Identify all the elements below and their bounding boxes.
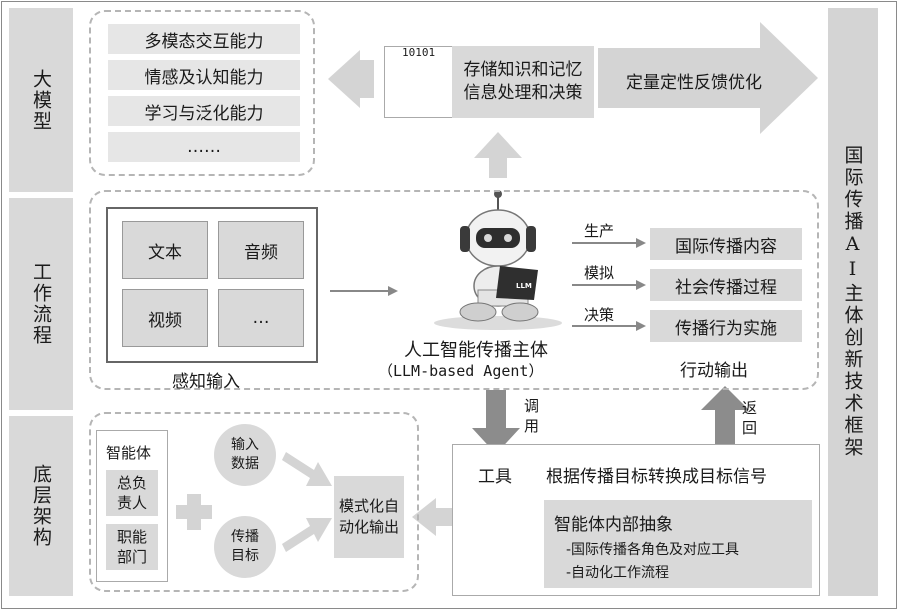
- action-output-label: 行动输出: [680, 361, 748, 381]
- action-output: 社会传播过程: [650, 269, 802, 301]
- call-label: 调用: [524, 397, 540, 435]
- feedback-label: 定量定性反馈优化: [626, 73, 762, 93]
- abstraction-panel: [544, 500, 812, 588]
- goal-circle: 传播目标: [214, 516, 276, 578]
- signal-label: 根据传播目标转换成目标信号: [546, 467, 767, 487]
- feedback-arrow: [598, 22, 818, 134]
- arrow-simulate: [636, 280, 646, 290]
- arrow-to-abilities: [328, 50, 374, 108]
- perception-more: …: [218, 289, 304, 347]
- laptop-label: LLM: [516, 282, 532, 290]
- ability-item: ……: [108, 132, 300, 162]
- binary-label: 10101: [402, 46, 436, 59]
- agent-title: 人工智能传播主体: [404, 340, 548, 361]
- action-verb: 模拟: [584, 264, 615, 282]
- memory-text-panel: 存储知识和记忆 信息处理和决策: [452, 46, 594, 118]
- perception-text: 文本: [122, 221, 208, 279]
- arrow-decide: [636, 321, 646, 331]
- role-head: 总负责人: [106, 470, 158, 516]
- ability-item: 情感及认知能力: [108, 60, 300, 90]
- abstraction-item: -自动化工作流程: [566, 565, 670, 581]
- workflow-group: [89, 190, 819, 390]
- perception-audio: 音频: [218, 221, 304, 279]
- abilities-group: [89, 10, 315, 176]
- side-label-infrastructure: 底层架构: [9, 416, 73, 596]
- ability-item: 多模态交互能力: [108, 24, 300, 54]
- action-output: 传播行为实施: [650, 310, 802, 342]
- call-arrow: [472, 390, 520, 454]
- abstraction-title: 智能体内部抽象: [554, 515, 673, 535]
- framework-title: 国际传播AI主体创新技术框架: [828, 8, 878, 596]
- side-label-large-model: 大模型: [9, 8, 73, 192]
- arrow-to-agent: [388, 286, 398, 296]
- ability-item: 学习与泛化能力: [108, 96, 300, 126]
- action-verb: 决策: [584, 306, 615, 324]
- plus-sign-v: [187, 494, 201, 530]
- robot-agent-illustration: [434, 190, 562, 330]
- perception-label: 感知输入: [172, 372, 240, 392]
- abstraction-item: -国际传播各角色及对应工具: [566, 542, 740, 558]
- agent-structure-title: 智能体: [106, 444, 152, 462]
- tools-label: 工具: [478, 467, 512, 487]
- input-data-circle: 输入数据: [214, 424, 276, 486]
- memory-line-1: 存储知识和记忆: [463, 60, 583, 80]
- side-label-workflow: 工作流程: [9, 198, 73, 410]
- perception-video: 视频: [122, 289, 208, 347]
- arrow-to-automation: [412, 498, 458, 536]
- agent-subtitle: （LLM-based Agent）: [378, 362, 544, 380]
- role-department: 职能部门: [106, 524, 158, 570]
- arrow-produce: [636, 238, 646, 248]
- action-output: 国际传播内容: [650, 228, 802, 260]
- infrastructure-group: [89, 412, 419, 592]
- memory-line-2: 信息处理和决策: [463, 83, 583, 103]
- action-verb: 生产: [584, 222, 615, 240]
- return-arrow: [701, 386, 749, 450]
- return-label: 返回: [742, 399, 758, 437]
- arrow-up-to-memory: [474, 132, 522, 178]
- automation-output: 模式化自动化输出: [334, 476, 404, 558]
